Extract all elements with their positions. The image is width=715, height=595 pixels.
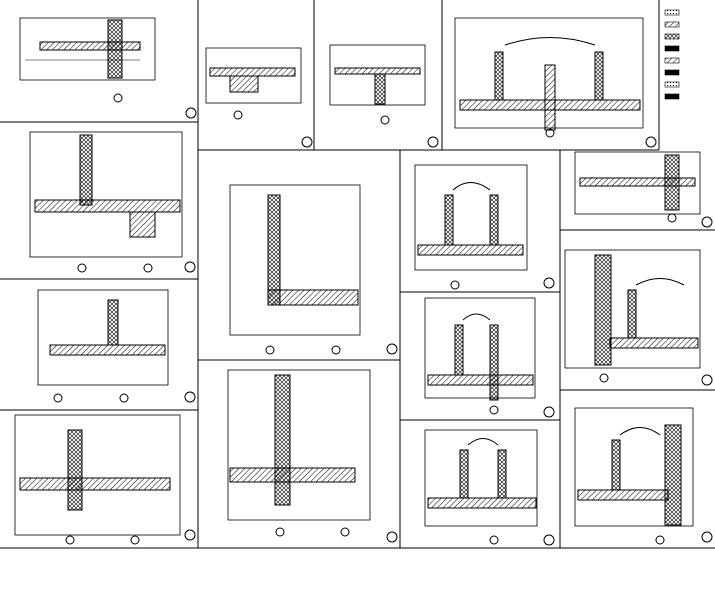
detail-step-c (334, 67, 439, 148)
detail-skylight-o (427, 438, 555, 546)
detail-wall-base-e (34, 134, 196, 273)
detail-wall-base-h (19, 429, 196, 545)
detail-skylight-l (417, 182, 555, 290)
detail-skylight-s (577, 424, 713, 545)
detail-wall-base-g (49, 299, 196, 403)
panel-frames (14, 17, 701, 536)
detail-slab-edge (25, 19, 197, 119)
sheet-grid (0, 0, 715, 549)
detail-corner-j (265, 194, 398, 355)
detail-step-b (209, 67, 313, 148)
detail-skylight-m (427, 313, 555, 418)
detail-skylight-d (459, 37, 657, 148)
detail-skylight-r (594, 254, 713, 386)
detail-slab-q (579, 154, 713, 228)
detail-corner-k (229, 374, 398, 543)
material-legend (664, 9, 680, 100)
